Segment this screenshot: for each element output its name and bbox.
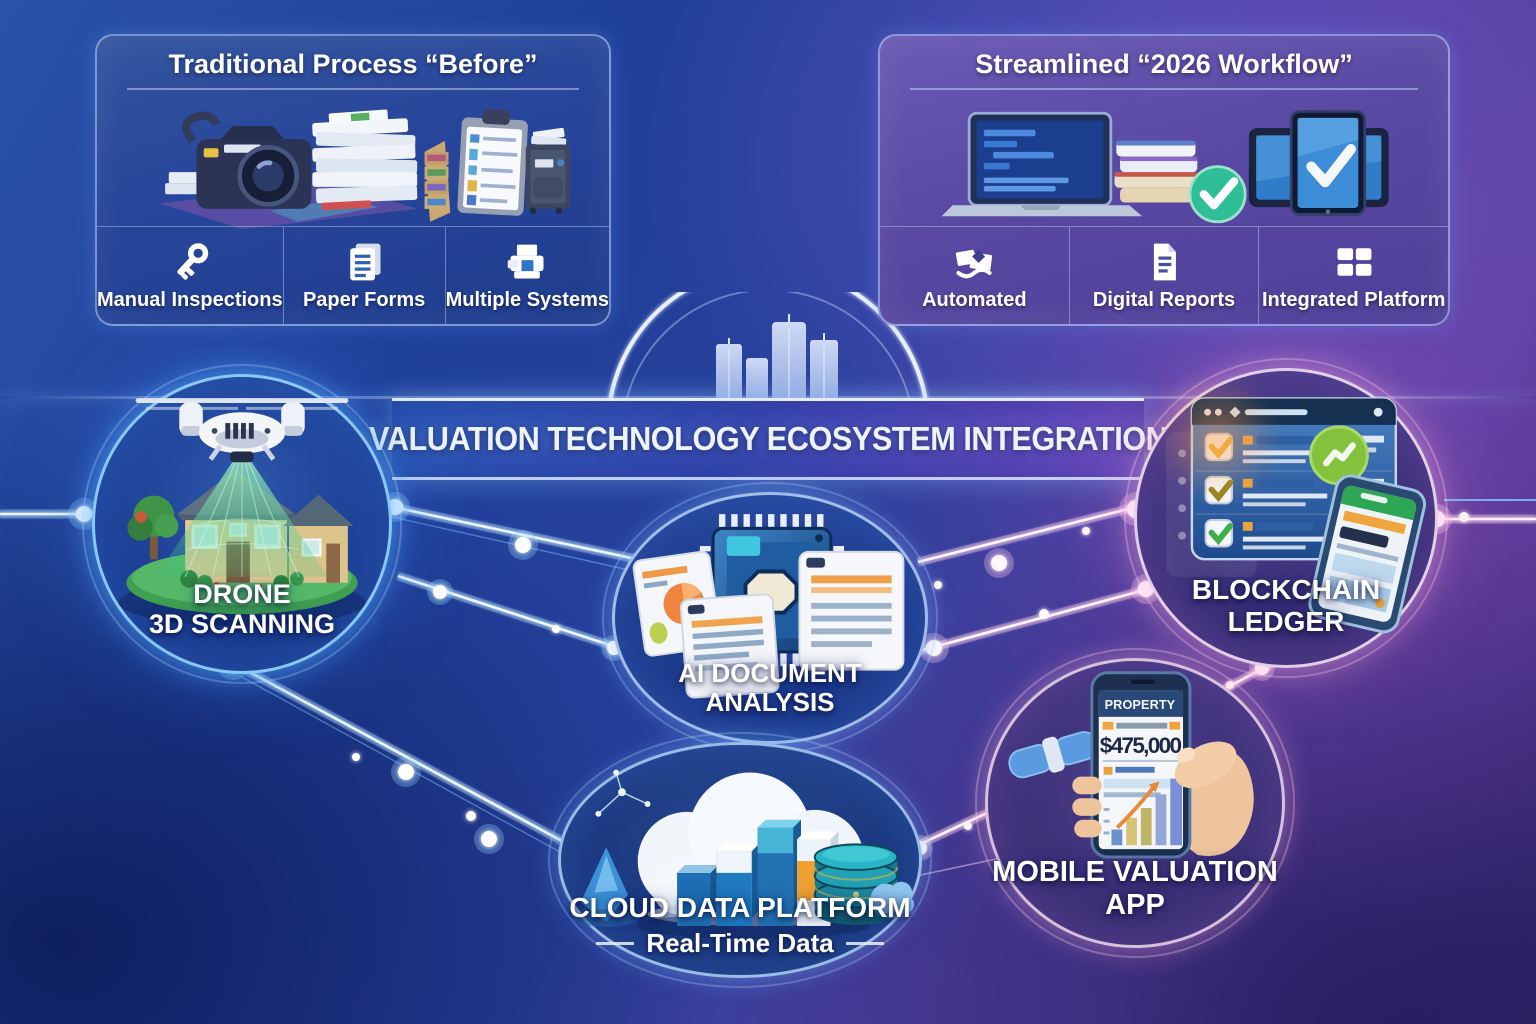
dash-left: [596, 942, 635, 945]
after-item-label: Integrated Platform: [1262, 288, 1446, 311]
node-mobile-valuation-app: PROPERTY $475,000: [975, 648, 1295, 958]
app-grid-icon: [1330, 240, 1378, 284]
paper-stack-icon: [312, 109, 418, 211]
ai-chip-illustration: [632, 514, 905, 699]
valuation-phone: PROPERTY $475,000: [1090, 671, 1192, 859]
cloud-node-label: CLOUD DATA PLATFORM: [569, 891, 911, 923]
report-document-icon: [798, 550, 905, 671]
cloud-node-sublabel: Real-Time Data: [561, 928, 919, 959]
node-blockchain-ledger: BLOCKCHAIN LEDGER: [1124, 358, 1448, 678]
copier-icon: [503, 240, 551, 284]
file-cabinet-icon: [525, 127, 571, 214]
node-cloud-data-platform: CLOUD DATA PLATFORM Real-Time Data: [548, 732, 932, 988]
divider: [127, 88, 579, 90]
hand-fingers: [1072, 776, 1102, 838]
phone-app-header: PROPERTY: [1105, 697, 1178, 712]
divider: [910, 88, 1418, 90]
before-item-manual-inspections: Manual Inspections: [97, 227, 283, 324]
panel-after-title: Streamlined “2026 Workflow”: [975, 49, 1353, 79]
before-item-paper-forms: Paper Forms: [282, 227, 445, 324]
phone-bar-chart: [1103, 778, 1183, 846]
cloud-illustration: [572, 769, 915, 939]
green-sync-badge: [1309, 425, 1369, 486]
city-buildings: [716, 314, 838, 402]
small-cloud-icon: [870, 881, 915, 919]
dome-arc: [608, 292, 928, 403]
green-check-icon: [1188, 165, 1247, 224]
after-item-label: Automated: [922, 288, 1027, 311]
blockchain-node-label: BLOCKCHAIN LEDGER: [1191, 574, 1381, 637]
city-dome: [596, 292, 940, 404]
clipboard-icon: [457, 109, 529, 216]
bar-chart-icon: [677, 819, 839, 926]
panel-traditional-before: Traditional Process “Before”: [95, 34, 611, 326]
iceberg-icon: [572, 847, 640, 927]
mobile-app-illustration: PROPERTY $475,000: [1008, 671, 1254, 859]
panel-streamlined-2026: Streamlined “2026 Workflow”: [878, 34, 1450, 326]
node-ai-document-analysis: AI DOCUMENT ANALYSIS: [602, 482, 938, 754]
dash-right: [845, 942, 884, 945]
drone-house-illustration: [118, 398, 366, 626]
ai-node-label: AI DOCUMENT ANALYSIS: [678, 657, 862, 717]
after-item-label: Digital Reports: [1092, 288, 1236, 311]
scan-beam: [155, 447, 329, 578]
panel-before-title: Traditional Process “Before”: [168, 49, 538, 79]
after-illustration: [892, 93, 1436, 231]
main-title-banner: VALUATION TECHNOLOGY ECOSYSTEM INTEGRATI…: [369, 398, 1168, 480]
paper-form-icon: [340, 240, 388, 284]
before-item-label: Paper Forms: [302, 288, 426, 311]
after-item-integrated-platform: Integrated Platform: [1258, 227, 1448, 324]
after-item-digital-reports: Digital Reports: [1068, 227, 1259, 324]
before-item-multiple-systems: Multiple Systems: [444, 227, 609, 324]
before-illustration: [109, 93, 597, 231]
checklist-row-3: [1204, 519, 1328, 550]
text-document-icon: [679, 593, 780, 699]
before-item-label: Manual Inspections: [97, 288, 283, 311]
laptop-icon: [941, 111, 1142, 217]
node-drone-3d-scanning: DRONE 3D SCANNING: [82, 364, 402, 684]
book-stack-icon: [1114, 140, 1198, 203]
ledger-phone-icon: [1308, 474, 1427, 634]
automation-cards-icon: [950, 240, 998, 284]
phone-valuation-amount: $475,000: [1100, 733, 1182, 758]
report-document-icon: [1140, 240, 1188, 284]
drone-icon: [135, 398, 349, 463]
tree: [127, 495, 179, 560]
camera-icon: [165, 111, 312, 209]
folder-stack-icon: [424, 140, 451, 222]
key-icon: [166, 240, 214, 284]
after-item-automated: Automated: [880, 227, 1069, 324]
mobile-node-label: MOBILE VALUATION APP: [992, 856, 1278, 921]
page-title: VALUATION TECHNOLOGY ECOSYSTEM INTEGRATI…: [368, 420, 1168, 457]
before-item-label: Multiple Systems: [445, 288, 609, 311]
drone-node-label: DRONE 3D SCANNING: [148, 578, 336, 639]
devices-check-icon: [1248, 110, 1389, 216]
